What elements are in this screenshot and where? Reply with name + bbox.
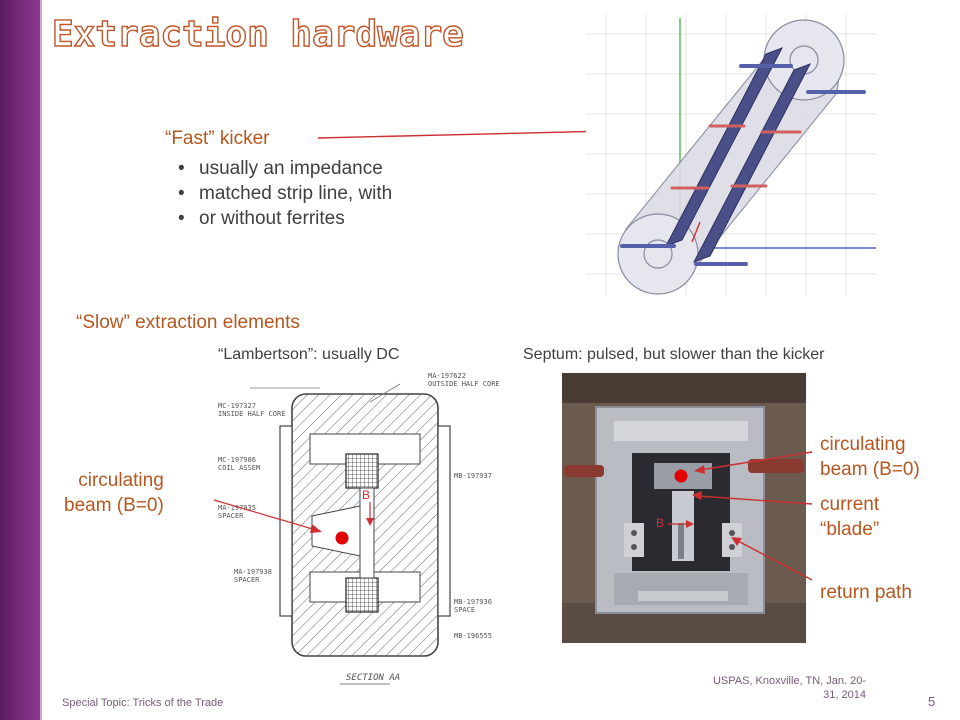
bullet-line: or without ferrites bbox=[199, 208, 345, 229]
drawing-note: SPACE bbox=[454, 606, 475, 614]
drawing-note: MB-197936 bbox=[454, 598, 492, 606]
label-line: circulating bbox=[78, 470, 164, 491]
drawing-note: SPACER bbox=[218, 512, 244, 520]
fast-kicker-bullets: usually an impedance matched strip line,… bbox=[178, 156, 392, 231]
drawing-note: MA-197935 bbox=[218, 504, 256, 512]
bullet-line: matched strip line, with bbox=[199, 183, 393, 204]
lambertson-beam-label: circulating beam (B=0) bbox=[64, 468, 164, 518]
lambertson-drawing: MA-197622 OUTSIDE HALF CORE MC-197327 IN… bbox=[218, 372, 500, 685]
label-line: current bbox=[820, 494, 880, 515]
drawing-note: MC-197327 bbox=[218, 402, 256, 410]
drawing-note: MC-197906 bbox=[218, 456, 256, 464]
label-line: beam (B=0) bbox=[64, 495, 164, 516]
label-line: “blade” bbox=[820, 519, 880, 540]
label-line: beam (B=0) bbox=[820, 459, 920, 480]
footer-line: 31, 2014 bbox=[823, 689, 866, 701]
bullet-item: usually an impedance bbox=[178, 156, 392, 181]
fast-kicker-label: “Fast” kicker bbox=[165, 128, 270, 149]
drawing-note: OUTSIDE HALF CORE bbox=[428, 380, 500, 388]
lambertson-caption: “Lambertson”: usually DC bbox=[218, 346, 400, 363]
label-line: circulating bbox=[820, 434, 906, 455]
bullet-item-continued: matched strip line, with bbox=[178, 181, 392, 206]
current-blade-label: current “blade” bbox=[820, 492, 879, 542]
footer-line: USPAS, Knoxville, TN, Jan. 20- bbox=[712, 675, 866, 687]
septum-field-label: B bbox=[656, 516, 665, 530]
sidebar-band bbox=[0, 0, 42, 720]
drawing-note: MA-197938 bbox=[234, 568, 272, 576]
drawing-note: INSIDE HALF CORE bbox=[218, 410, 285, 418]
page-number: 5 bbox=[928, 694, 936, 709]
bullet-item-continued: or without ferrites bbox=[178, 206, 392, 231]
septum-beam-label: circulating beam (B=0) bbox=[820, 432, 920, 482]
footer-topic: Special Topic: Tricks of the Trade bbox=[62, 697, 224, 709]
slow-extraction-label: “Slow” extraction elements bbox=[76, 312, 300, 333]
return-path-label: return path bbox=[820, 582, 912, 603]
drawing-note: SECTION AA bbox=[346, 673, 400, 683]
slide-title: Extraction hardware bbox=[51, 13, 464, 55]
drawing-note: SPACER bbox=[234, 576, 260, 584]
septum-caption: Septum: pulsed, but slower than the kick… bbox=[523, 346, 825, 363]
drawing-note: MA-197622 bbox=[428, 372, 466, 380]
drawing-note: COIL ASSEM bbox=[218, 464, 260, 472]
kicker-3d-model bbox=[586, 14, 876, 296]
septum-photo bbox=[562, 373, 806, 643]
drawing-note: MB-196555 bbox=[454, 632, 492, 640]
lambertson-field-label: B bbox=[362, 488, 371, 502]
footer-event: USPAS, Knoxville, TN, Jan. 20- 31, 2014 bbox=[676, 674, 866, 702]
drawing-note: MB-197937 bbox=[454, 472, 492, 480]
